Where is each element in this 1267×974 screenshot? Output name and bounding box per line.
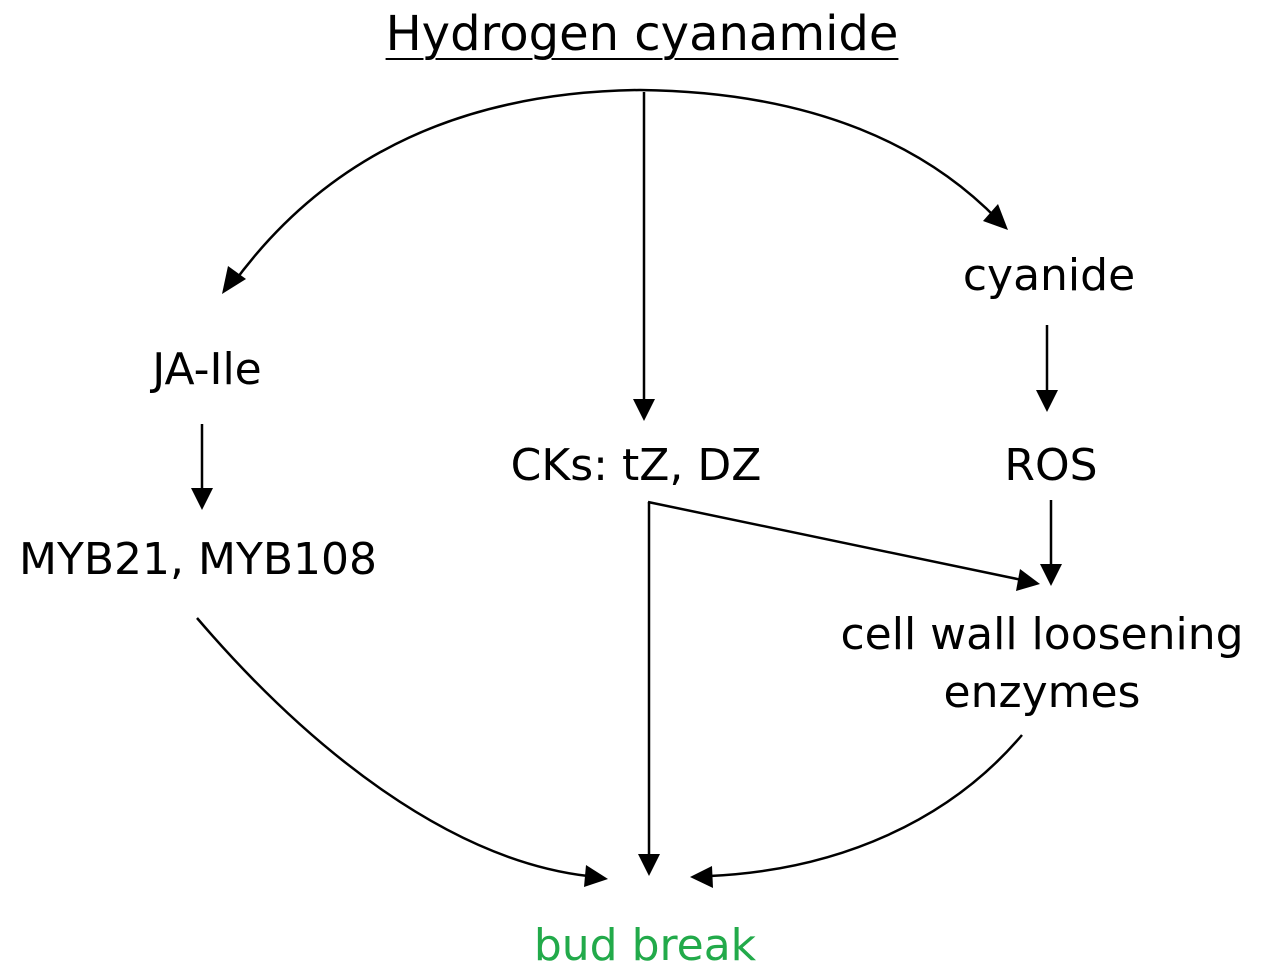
node-cell-wall-line2: enzymes [943,667,1141,718]
arrowhead-myb [191,488,213,510]
node-cyanide: cyanide [962,250,1136,301]
arrowhead-jaile [222,266,246,294]
arrowhead-budbreak-from-cks [638,854,660,876]
node-cell-wall-loosening-enzymes: cell wall loosening enzymes [840,606,1243,722]
edge-title-to-jaile [230,88,641,286]
arrowhead-budbreak-from-myb [584,865,608,887]
node-bud-break: bud break [533,920,757,971]
node-ja-ile: JA-Ile [152,344,262,395]
arrowhead-cyanide [983,204,1008,230]
arrowhead-cellwall-from-ros [1040,564,1062,586]
edge-title-to-cyanide [639,88,999,221]
edge-cks-to-cellwall [647,500,1023,582]
arrowhead-cellwall-from-cks [1016,569,1040,591]
arrowhead-ros [1036,390,1058,412]
node-myb: MYB21, MYB108 [19,534,377,585]
node-ros: ROS [1004,440,1098,491]
node-cytokinins: CKs: tZ, DZ [510,440,762,491]
diagram-title: Hydrogen cyanamide [385,6,899,62]
arrowhead-budbreak-from-cellwall [690,866,713,888]
arrowhead-cks [633,399,655,421]
edge-myb-to-budbreak [196,617,589,878]
edge-cellwall-to-budbreak [709,734,1023,878]
node-cell-wall-line1: cell wall loosening [840,609,1244,660]
